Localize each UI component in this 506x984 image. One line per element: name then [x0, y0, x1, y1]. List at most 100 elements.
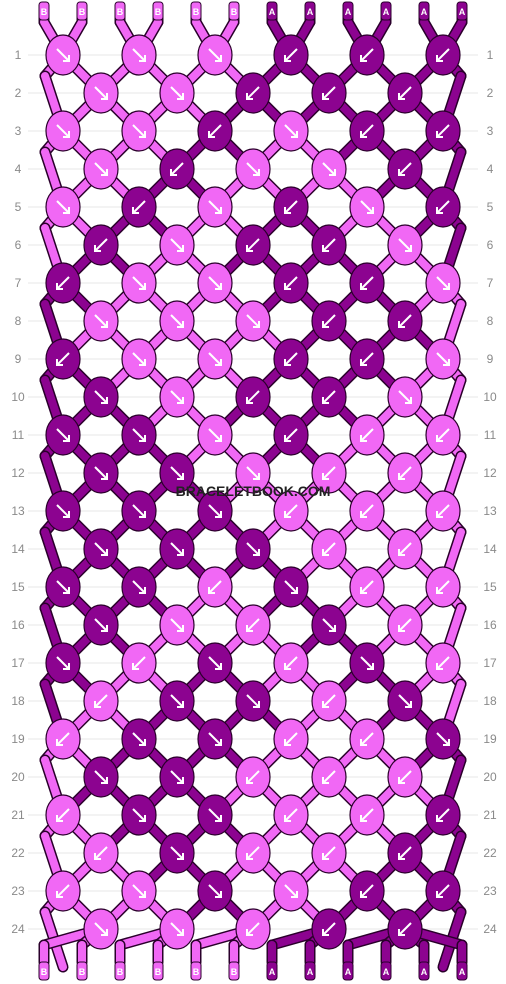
strand-letter: A: [421, 967, 428, 977]
arrow-head-icon: [101, 929, 108, 936]
arrow-icon: [94, 694, 108, 708]
arrow-head-icon: [436, 891, 443, 898]
knot: [425, 262, 461, 304]
arrow-icon: [208, 808, 222, 822]
arrow-head-icon: [101, 625, 108, 632]
arrow-icon: [56, 580, 70, 594]
knot: [425, 338, 461, 380]
strand-end-top: [76, 1, 88, 21]
row-label-right: 1: [487, 48, 494, 62]
arrow-head-icon: [436, 815, 443, 822]
arrow-icon: [436, 808, 450, 822]
knot: [235, 300, 271, 342]
arrow-icon: [360, 276, 374, 290]
strand-letter: B: [79, 967, 86, 977]
arrow-icon: [246, 390, 260, 404]
row-label-right: 9: [487, 352, 494, 366]
knot: [45, 262, 81, 304]
row-label-left: 8: [15, 314, 22, 328]
arrow-head-icon: [139, 891, 146, 898]
knot: [83, 376, 119, 418]
arrow-icon: [360, 124, 374, 138]
row-label-right: 22: [483, 846, 497, 860]
arrow-head-icon: [215, 739, 222, 746]
knot: [273, 718, 309, 760]
strand-end-bottom: [342, 961, 354, 981]
arrow-icon: [246, 86, 260, 100]
knot: [311, 604, 347, 646]
row-label-right: 2: [487, 86, 494, 100]
arrow-head-icon: [398, 473, 405, 480]
knot: [311, 528, 347, 570]
knot: [121, 870, 157, 912]
arrow-head-icon: [436, 663, 443, 670]
knot: [121, 642, 157, 684]
knot: [197, 490, 233, 532]
arrow-head-icon: [177, 397, 184, 404]
strand-letter: A: [383, 7, 390, 17]
arrow-icon: [56, 124, 70, 138]
arrow-icon: [132, 124, 146, 138]
arrow-icon: [436, 732, 450, 746]
arrow-icon: [170, 694, 184, 708]
knot: [425, 566, 461, 608]
row-label-left: 18: [11, 694, 25, 708]
knot: [197, 186, 233, 228]
arrow-head-icon: [405, 701, 412, 708]
arrow-head-icon: [56, 891, 63, 898]
knot: [349, 338, 385, 380]
arrow-head-icon: [398, 777, 405, 784]
arrow-icon: [284, 656, 298, 670]
arrow-icon: [208, 200, 222, 214]
arrow-head-icon: [101, 321, 108, 328]
arrow-head-icon: [253, 169, 260, 176]
strand-letter: B: [117, 7, 124, 17]
knot: [45, 338, 81, 380]
strand-letter: A: [307, 7, 314, 17]
knot: [273, 414, 309, 456]
arrow-head-icon: [177, 777, 184, 784]
arrow-icon: [436, 428, 450, 442]
arrow-head-icon: [291, 131, 298, 138]
row-label-left: 21: [11, 808, 25, 822]
knot: [387, 528, 423, 570]
arrow-icon: [208, 124, 222, 138]
knot: [235, 604, 271, 646]
arrow-head-icon: [215, 207, 222, 214]
arrow-icon: [170, 314, 184, 328]
arrow-head-icon: [246, 777, 253, 784]
strand-end-bottom: [152, 961, 164, 981]
row-label-left: 9: [15, 352, 22, 366]
arrow-icon: [56, 200, 70, 214]
knot: [387, 756, 423, 798]
arrow-icon: [246, 466, 260, 480]
arrow-icon: [170, 846, 184, 860]
knot: [387, 224, 423, 266]
arrow-icon: [170, 542, 184, 556]
knot: [349, 34, 385, 76]
strand-end-top: [418, 1, 430, 21]
arrow-icon: [398, 162, 412, 176]
arrow-head-icon: [246, 397, 253, 404]
arrow-icon: [398, 618, 412, 632]
arrow-head-icon: [177, 701, 184, 708]
knot: [311, 756, 347, 798]
knot: [159, 376, 195, 418]
strand-end-bottom: [266, 961, 278, 981]
knot: [235, 72, 271, 114]
arrow-head-icon: [215, 283, 222, 290]
arrow-icon: [56, 504, 70, 518]
arrow-head-icon: [436, 435, 443, 442]
row-label-left: 12: [11, 466, 25, 480]
arrow-head-icon: [139, 739, 146, 746]
row-label-right: 12: [483, 466, 497, 480]
arrow-head-icon: [208, 587, 215, 594]
knot: [311, 832, 347, 874]
arrow-head-icon: [56, 815, 63, 822]
knot: [387, 452, 423, 494]
arrow-head-icon: [101, 169, 108, 176]
row-label-left: 13: [11, 504, 25, 518]
arrow-icon: [322, 314, 336, 328]
arrow-head-icon: [360, 131, 367, 138]
knot: [159, 224, 195, 266]
